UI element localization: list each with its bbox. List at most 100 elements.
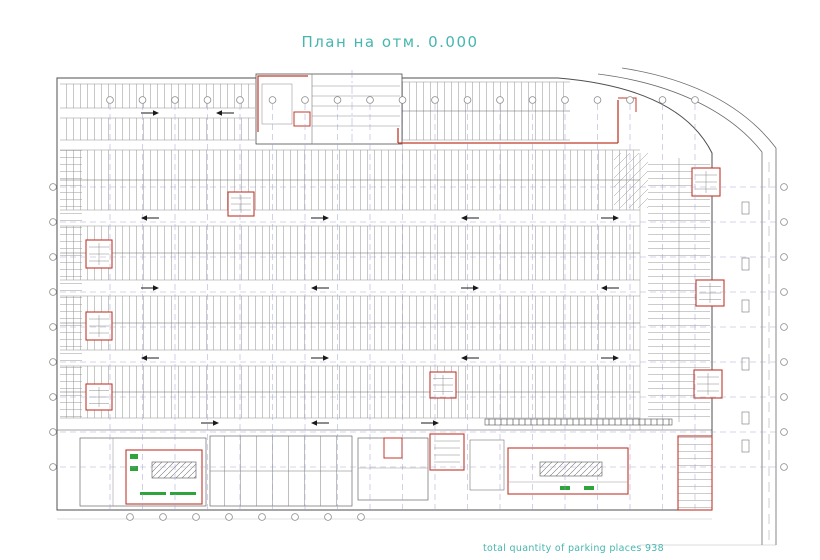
path-shape [213, 420, 219, 426]
green-marker [130, 466, 138, 471]
technical-rooms [79, 433, 713, 511]
traffic-arrow [311, 215, 329, 221]
grid-bubble-top [171, 96, 179, 104]
drawing-title: План на отм. 0.000 [301, 33, 478, 51]
grid-bubble-top [626, 96, 634, 104]
grid-bubble-left [49, 393, 57, 401]
parking-bands [60, 81, 710, 422]
fire-wall [618, 97, 637, 112]
road-marker [741, 357, 750, 371]
parking-band [60, 84, 255, 108]
stair-core [85, 311, 113, 341]
grid-bubble-top [561, 96, 569, 104]
traffic-arrow [141, 215, 159, 221]
traffic-arrow [461, 285, 479, 291]
path-shape [153, 110, 159, 116]
grid-bubble-top [496, 96, 504, 104]
grid-bubble-bottom [225, 513, 233, 521]
grid-bubble-top [593, 96, 602, 104]
stair-cores [85, 167, 725, 411]
grid-bubble-right [780, 323, 788, 331]
grid-bubble-top [301, 96, 309, 104]
road-marker [741, 411, 750, 425]
traffic-arrow [461, 215, 479, 221]
grid-bubble-right [780, 358, 788, 366]
traffic-arrow [311, 420, 329, 426]
traffic-arrow [601, 215, 619, 221]
grid-bubble-top [138, 96, 147, 104]
traffic-arrow [311, 355, 329, 361]
grid-bubble-bottom [192, 513, 200, 521]
traffic-arrow [601, 355, 619, 361]
equipment [151, 461, 197, 479]
road-marker [741, 439, 750, 453]
grid-bubble-left [49, 253, 57, 261]
path-shape [323, 355, 329, 361]
path-shape [613, 215, 619, 221]
tech-room-red [125, 449, 203, 505]
road-marker [741, 299, 750, 313]
grid-bubble-left [49, 323, 57, 331]
traffic-arrow [601, 285, 619, 291]
traffic-arrow [141, 110, 159, 116]
traffic-arrows [141, 110, 619, 426]
parking-band [60, 118, 255, 140]
entry-ramp [255, 70, 403, 145]
path-shape [601, 285, 607, 291]
grid-bubble-right [780, 253, 788, 261]
grid-bubble-right [780, 288, 788, 296]
grid-bubble-right [780, 428, 788, 436]
traffic-arrow [141, 355, 159, 361]
grid-bubble-bottom [159, 513, 167, 521]
ramp-fire-wall [257, 75, 308, 132]
path-shape [141, 355, 147, 361]
grid-bubble-right [780, 393, 788, 401]
grid-bubble-top [691, 96, 699, 104]
grid-bubble-top [106, 96, 114, 104]
angled-stalls [614, 153, 648, 208]
fire-walls [397, 97, 637, 144]
grid-bubble-top [268, 96, 277, 104]
traffic-arrow [461, 355, 479, 361]
grid-bubble-left [49, 463, 57, 471]
path-shape [311, 285, 317, 291]
traffic-arrow [311, 285, 329, 291]
path-shape [311, 420, 317, 426]
green-marker [130, 454, 138, 459]
rect-shape [261, 83, 293, 125]
green-marker [584, 486, 594, 490]
grid-bubble-top [366, 96, 374, 104]
road-marker [741, 257, 750, 271]
stair-core [85, 383, 113, 411]
barrier-row [484, 418, 673, 426]
grid-bubble-bottom [324, 513, 332, 521]
ramp-outline [255, 73, 403, 145]
grid-bubbles [49, 96, 788, 521]
grid-bubble-top [398, 96, 407, 104]
path-shape [613, 355, 619, 361]
path-shape [323, 215, 329, 221]
path-shape [153, 285, 159, 291]
road-markers [741, 201, 750, 453]
traffic-arrow [201, 420, 219, 426]
path-shape [433, 420, 439, 426]
stair-core [429, 371, 457, 399]
grid-bubble-left [49, 218, 57, 226]
stair-core [227, 191, 255, 217]
grid-bubble-left [49, 183, 57, 191]
tech-room-block [469, 439, 505, 491]
green-marker [170, 492, 196, 495]
stair-core [691, 167, 721, 197]
path-shape [216, 110, 222, 116]
grid-bubble-right [780, 218, 788, 226]
tech-room-block [357, 437, 429, 501]
path-shape [473, 285, 479, 291]
grid-bubble-top [528, 96, 537, 104]
path-shape [461, 355, 467, 361]
grid-bubble-bottom [258, 513, 266, 521]
grid-bubble-bottom [357, 513, 365, 521]
stair-core [695, 279, 725, 307]
stair-core [693, 369, 723, 399]
road-curve-outer [621, 67, 777, 149]
